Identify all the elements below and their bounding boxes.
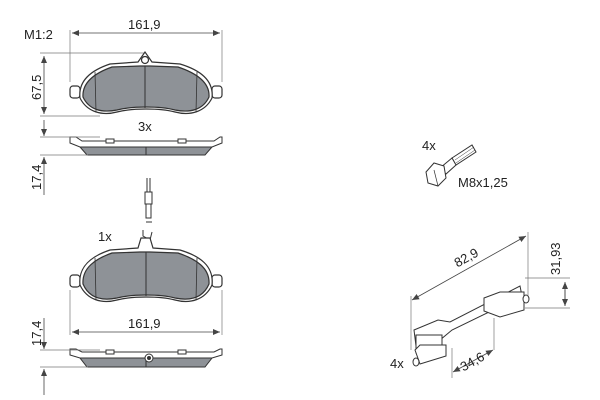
brake-pad-top-side	[40, 136, 223, 156]
bottom-pad-thickness-dim: 17,4	[29, 320, 44, 346]
bottom-pad-width-dim: 161,9	[128, 316, 161, 331]
bolt	[425, 144, 477, 187]
top-pad-thickness-dim: 17,4	[29, 164, 44, 190]
bolt-quantity: 4x	[422, 138, 436, 153]
brake-pad-top-front	[40, 30, 223, 117]
clip-quantity: 4x	[390, 356, 404, 371]
bolt-thread-spec: M8x1,25	[458, 175, 508, 190]
top-pad-width-dim: 161,9	[128, 17, 161, 32]
bottom-pad-quantity: 1x	[98, 229, 112, 244]
clip-height-dim: 31,93	[548, 242, 563, 275]
brake-pad-bottom-side	[40, 348, 223, 368]
top-pad-height-dim: 67,5	[29, 74, 44, 100]
wear-sensor	[142, 178, 153, 241]
brake-pad-bottom-front	[69, 237, 223, 335]
scale-label: M1:2	[24, 27, 53, 42]
top-pad-quantity: 3x	[138, 119, 152, 134]
